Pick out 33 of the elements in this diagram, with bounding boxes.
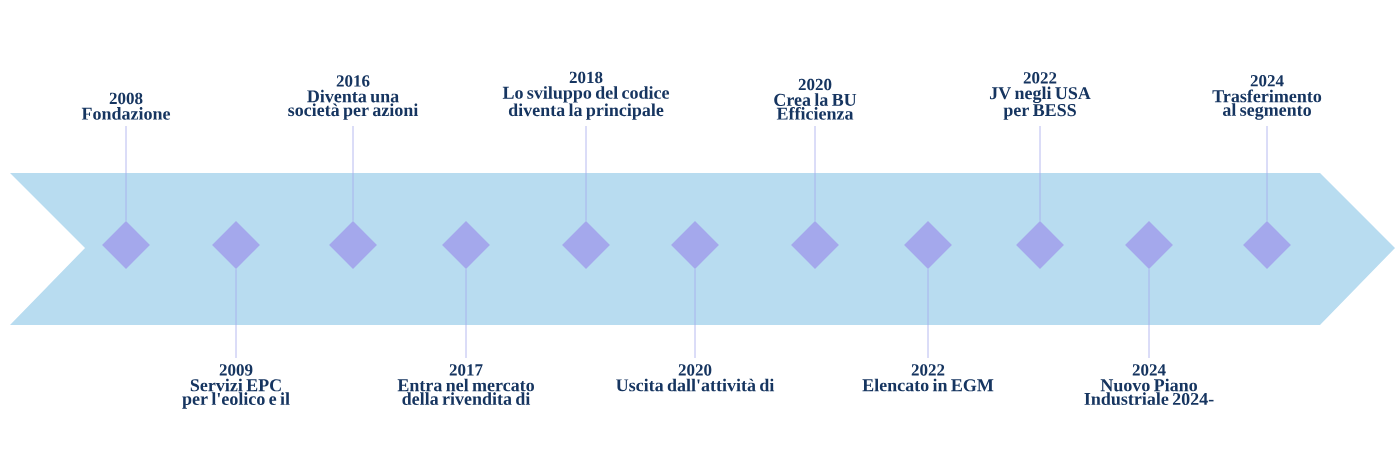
milestone-label: 2017 Entra nel mercato della rivendita di	[397, 364, 534, 405]
milestone-label: 2008 Fondazione	[81, 92, 171, 120]
leader-line	[465, 268, 467, 359]
milestone-diamond	[1243, 221, 1291, 269]
milestone-label: 2022 Elencato in EGM	[862, 364, 994, 392]
leader-line	[694, 268, 696, 359]
milestone-diamond	[562, 221, 610, 269]
leader-line	[125, 125, 127, 222]
milestone-diamond	[791, 221, 839, 269]
milestone-diamond	[102, 221, 150, 269]
leader-line	[1148, 268, 1150, 359]
milestone-diamond	[329, 221, 377, 269]
milestone-label: 2022 JV negli USA per BESS	[989, 72, 1091, 120]
leader-line	[1266, 125, 1268, 222]
milestone-label: 2016 Diventa una società per azioni	[288, 75, 419, 120]
leader-line	[1039, 125, 1041, 222]
milestone-label: 2024 Trasferimento al segmento	[1212, 75, 1322, 120]
milestone-diamond	[671, 221, 719, 269]
milestone-label: 2020 Crea la BU Efficienza	[774, 78, 857, 120]
leader-line	[352, 125, 354, 222]
leader-line	[585, 125, 587, 222]
leader-line	[814, 125, 816, 222]
milestone-label: 2018 Lo sviluppo del codice diventa la principale	[502, 71, 670, 120]
milestone-diamond	[212, 221, 260, 269]
milestone-diamond	[442, 221, 490, 269]
milestone-diamond	[904, 221, 952, 269]
milestone-diamond	[1125, 221, 1173, 269]
leader-line	[235, 268, 237, 359]
milestone-diamond	[1016, 221, 1064, 269]
leader-line	[927, 268, 929, 359]
milestone-label: 2024 Nuovo Piano Industriale 2024-	[1084, 364, 1214, 406]
milestone-label: 2020 Uscita dall'attività di	[616, 364, 775, 392]
milestone-label: 2009 Servizi EPC per l'eolico e il	[182, 364, 290, 409]
